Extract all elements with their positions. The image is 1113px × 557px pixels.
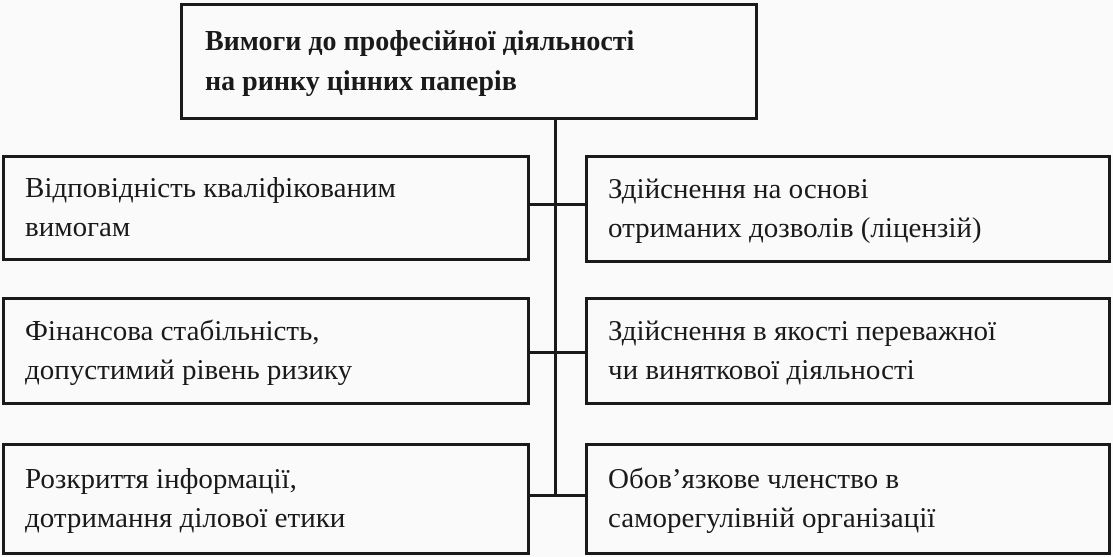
left-box-financial-stability: Фінансова стабільність, допустимий рівен…	[2, 297, 530, 405]
right-box-3-line-1: Обов’язкове членство в	[608, 463, 900, 495]
left-box-1-line-2: вимогам	[25, 211, 131, 243]
left-box-2-line-2: допустимий рівень ризику	[25, 354, 353, 386]
right-box-2-line-1: Здійснення в якості переважної	[608, 315, 997, 347]
right-box-1-line-2: отриманих дозволів (ліцензій)	[608, 212, 982, 244]
connector-left-2	[528, 351, 556, 354]
left-box-2-line-1: Фінансова стабільність,	[25, 315, 320, 347]
left-box-1-line-1: Відповідність кваліфікованим	[25, 172, 396, 204]
connector-right-2	[555, 351, 587, 354]
root-line-2: на ринку цінних паперів	[205, 65, 517, 97]
connector-right-1	[555, 203, 587, 206]
right-box-3-line-2: саморегулівній організації	[608, 502, 936, 534]
root-line-1: Вимоги до професійної діяльності	[205, 25, 635, 57]
right-box-1-line-1: Здійснення на основі	[608, 173, 869, 205]
right-box-primary-activity: Здійснення в якості переважної чи винятк…	[585, 297, 1111, 405]
left-box-disclosure: Розкриття інформації, дотримання ділової…	[2, 443, 530, 555]
connector-left-1	[528, 203, 556, 206]
right-box-licenses: Здійснення на основі отриманих дозволів …	[585, 155, 1111, 263]
connector-left-3	[528, 494, 556, 497]
left-box-qualification: Відповідність кваліфікованим вимогам	[2, 155, 530, 261]
trunk-line	[554, 118, 557, 497]
connector-right-3	[555, 494, 587, 497]
left-box-3-line-2: дотримання ділової етики	[25, 502, 346, 534]
left-box-3-line-1: Розкриття інформації,	[25, 463, 297, 495]
root-box: Вимоги до професійної діяльності на ринк…	[180, 3, 758, 120]
right-box-2-line-2: чи виняткової діяльності	[608, 354, 915, 386]
right-box-sro-membership: Обов’язкове членство в саморегулівній ор…	[585, 443, 1111, 555]
